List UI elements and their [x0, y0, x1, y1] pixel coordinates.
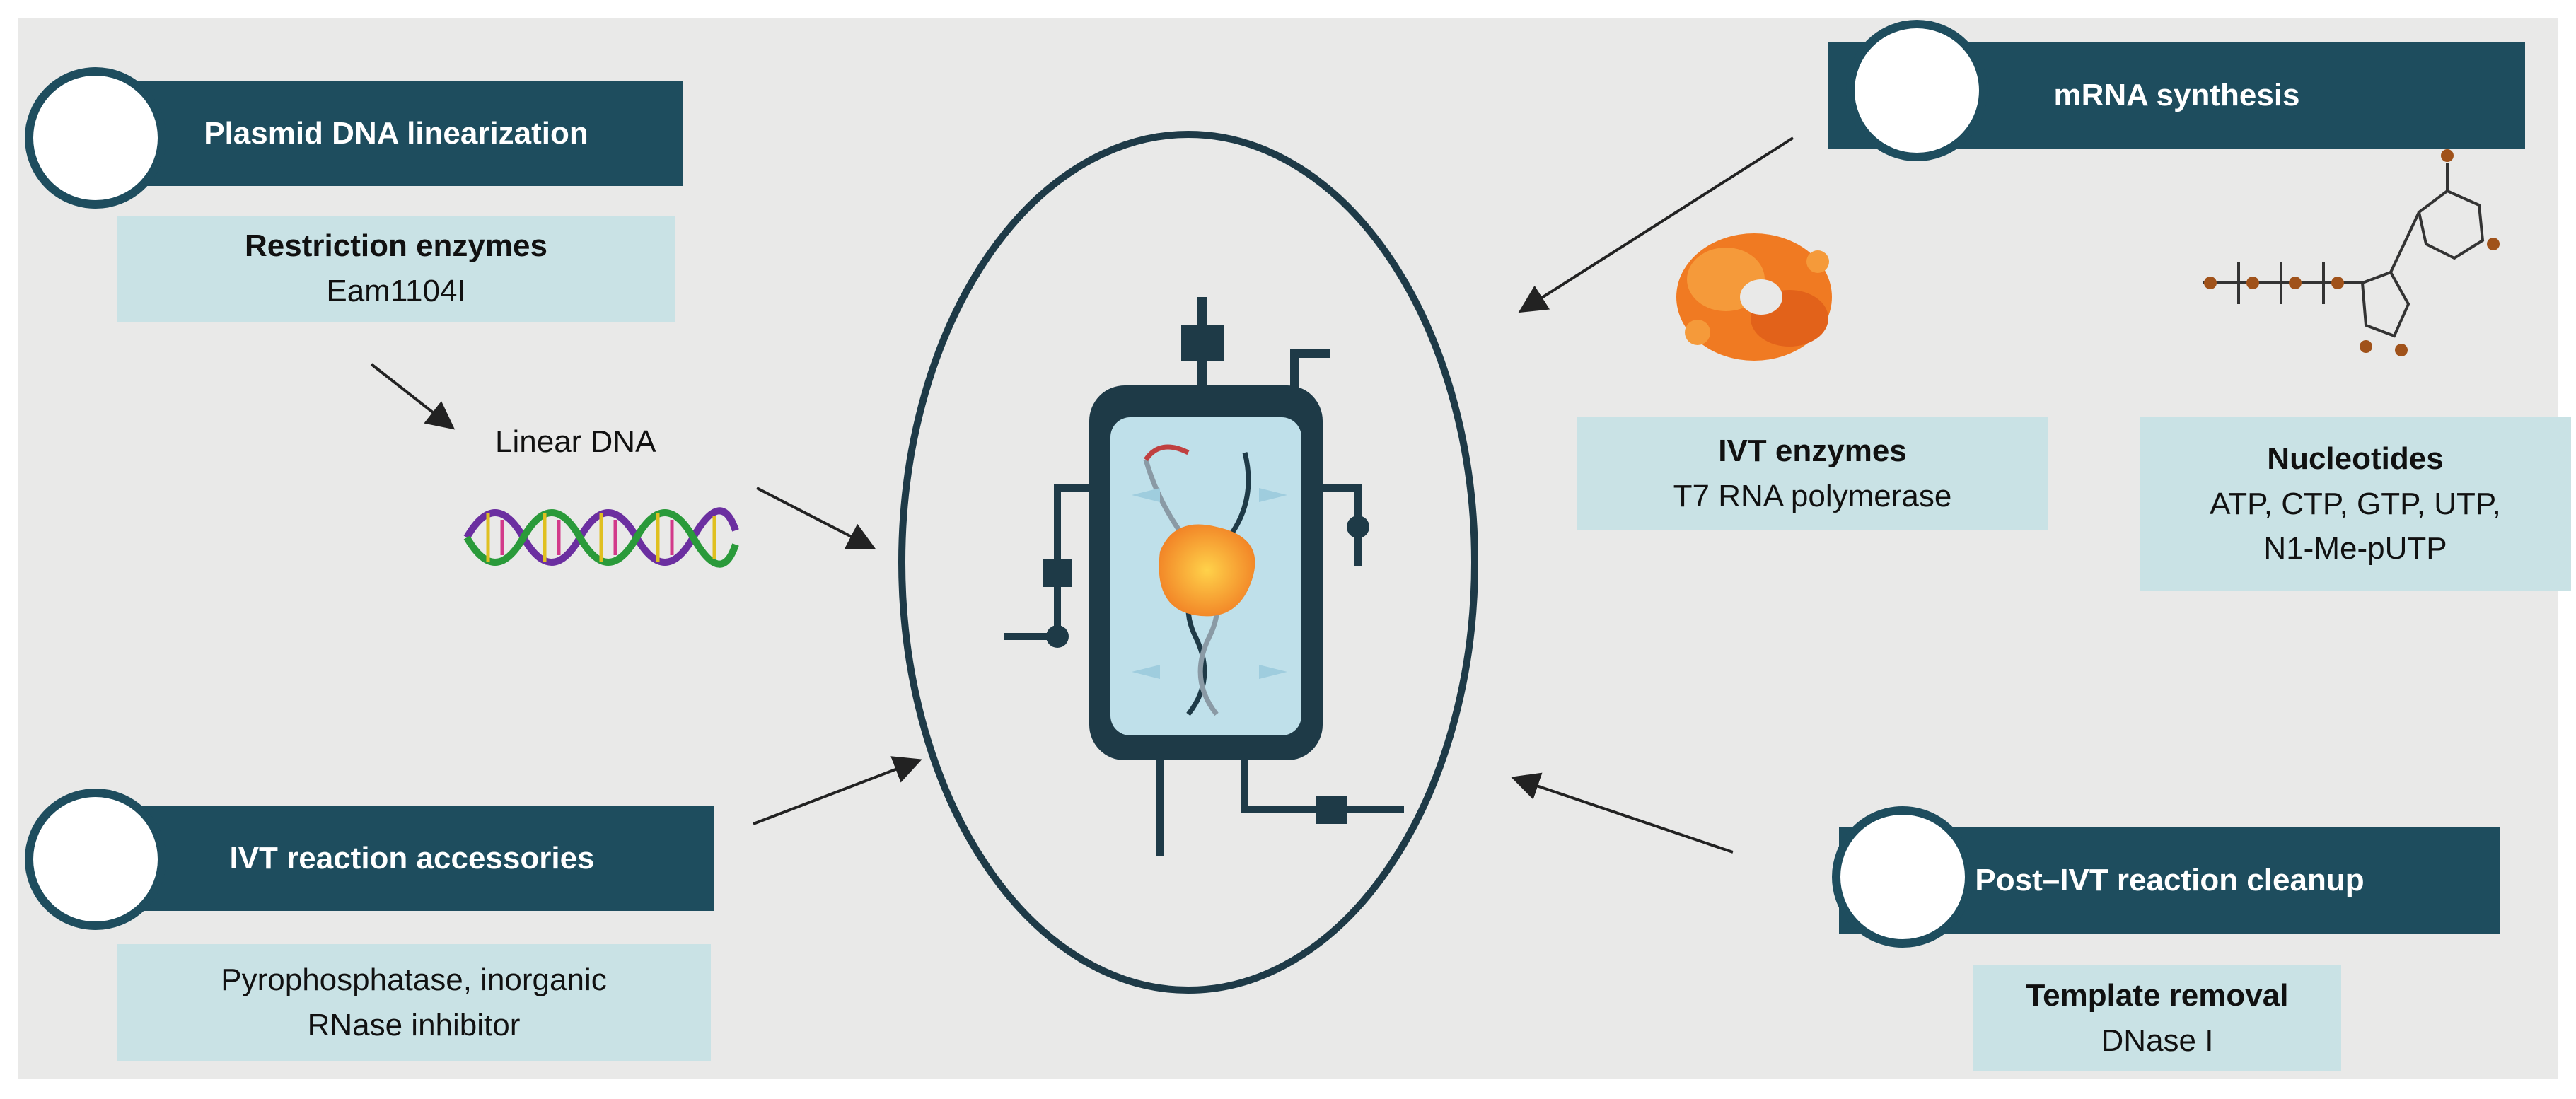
nucleotides-label: Nucleotides: [2267, 441, 2444, 476]
arrow-linear-to-reactor: [756, 487, 876, 550]
reactor-boundary-ellipse: [898, 131, 1478, 994]
template-removal-label: Template removal: [2026, 978, 2289, 1013]
nucleotides-box: Nucleotides ATP, CTP, GTP, UTP, N1-Me-pU…: [2140, 417, 2571, 591]
dna-helix-icon: [463, 507, 739, 568]
restriction-enzymes-value: Eam1104I: [326, 274, 466, 308]
arrow-accessories-to-reactor: [753, 756, 922, 825]
nucleotide-icon: [2203, 149, 2500, 356]
post-ivt-cleanup-title: Post–IVT reaction cleanup: [1975, 863, 2365, 897]
ivt-accessories-detail-box: Pyrophosphatase, inorganic RNase inhibit…: [117, 944, 711, 1061]
ivt-accessories-line1: Pyrophosphatase, inorganic: [221, 962, 607, 997]
plasmid-linearization-title: Plasmid DNA linearization: [204, 116, 588, 151]
restriction-enzymes-label: Restriction enzymes: [245, 228, 547, 264]
ivt-enzymes-label: IVT enzymes: [1718, 434, 1907, 469]
linear-dna-label: Linear DNA: [495, 424, 656, 459]
arrow-mrna-to-reactor: [1518, 136, 1794, 313]
flow-arrows: [370, 136, 1794, 854]
mrna-synthesis-title: mRNA synthesis: [2053, 78, 2300, 112]
ivt-enzymes-box: IVT enzymes T7 RNA polymerase: [1577, 417, 2048, 530]
nucleotides-value-line1: ATP, CTP, GTP, UTP,: [2210, 486, 2501, 521]
ivt-accessories-header: IVT reaction accessories: [110, 806, 714, 911]
restriction-enzymes-box: Restriction enzymes Eam1104I: [117, 216, 675, 322]
template-removal-box: Template removal DNase I: [1973, 965, 2341, 1071]
arrow-cleanup-to-reactor: [1511, 772, 1734, 854]
ivt-accessories-line2: RNase inhibitor: [307, 1007, 521, 1042]
arrow-plasmid-to-linear: [370, 363, 456, 430]
template-removal-value: DNase I: [2101, 1023, 2214, 1058]
ivt-accessories-title: IVT reaction accessories: [229, 841, 595, 876]
ivt-enzymes-value: T7 RNA polymerase: [1673, 479, 1952, 513]
enzyme-icon: [1676, 233, 1832, 361]
reactor-icon: [898, 131, 1478, 994]
nucleotides-value-line2: N1-Me-pUTP: [2263, 531, 2447, 566]
plasmid-linearization-header: Plasmid DNA linearization: [110, 81, 683, 186]
